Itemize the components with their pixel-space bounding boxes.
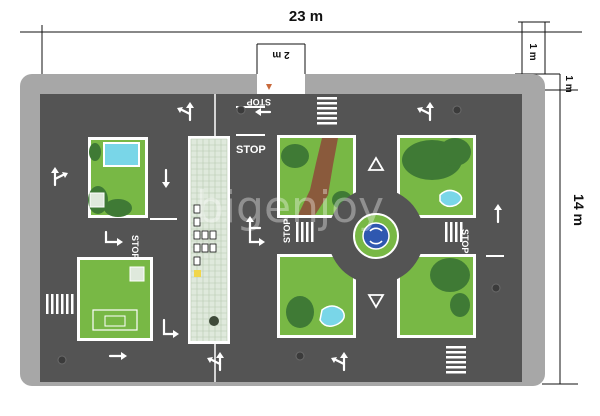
left-turn-arrow-icon: [255, 108, 272, 116]
park-block-field: [77, 257, 153, 341]
tiled-plaza: [188, 136, 230, 344]
total-width-label: 23 m: [289, 8, 323, 25]
straight-left-arrow-icon: [331, 352, 348, 372]
straight-arrow-icon: [162, 168, 170, 188]
total-height-label: 14 m: [571, 194, 587, 226]
park-block-dirt-path: [277, 135, 356, 218]
park-block-pool: [88, 137, 148, 218]
u-turn-arrow-icon: [104, 230, 123, 246]
entry-notch: [257, 74, 305, 94]
football-field-icon: [92, 309, 138, 331]
road-arrows: [51, 102, 502, 372]
u-turn-arrow-icon: [246, 216, 254, 230]
straight-left-arrow-icon: [417, 102, 434, 122]
crosswalks: [46, 97, 466, 374]
watermark-text: bigenjoy: [196, 182, 384, 233]
stop-label: STOP: [130, 235, 140, 259]
stop-label: STOP: [247, 97, 271, 107]
straight-left-arrow-icon: [177, 102, 194, 122]
u-turn-arrow-icon: [248, 226, 265, 246]
entry-width-label: 2 m: [272, 49, 289, 60]
right-arrow-icon: [108, 352, 127, 360]
parking-sign-icon: [193, 204, 217, 266]
margin-side-label: 1 m: [563, 75, 574, 92]
manhole-icon: [209, 316, 219, 326]
stop-label: STOP: [460, 229, 470, 253]
dimension-annotations: [20, 21, 582, 385]
straight-left-arrow-icon: [207, 352, 224, 372]
yield-triangle-icon: [367, 294, 385, 309]
u-turn-arrow-icon: [162, 318, 179, 338]
stop-label: STOP: [282, 219, 292, 243]
straight-arrow-icon: [494, 204, 502, 224]
park-block-trees: [397, 254, 476, 338]
roundabout-icon: [362, 222, 390, 250]
margin-top-label: 1 m: [527, 43, 538, 60]
wheelchair-icon: [194, 270, 201, 277]
yield-triangle-icon: [367, 156, 385, 171]
straight-left-arrow-icon: [51, 167, 68, 187]
manhole-icon: [57, 105, 501, 365]
roundabout: [328, 188, 424, 284]
stop-label: STOP: [236, 144, 266, 156]
pool-icon: [103, 142, 140, 167]
entry-marker-icon: [266, 84, 272, 90]
